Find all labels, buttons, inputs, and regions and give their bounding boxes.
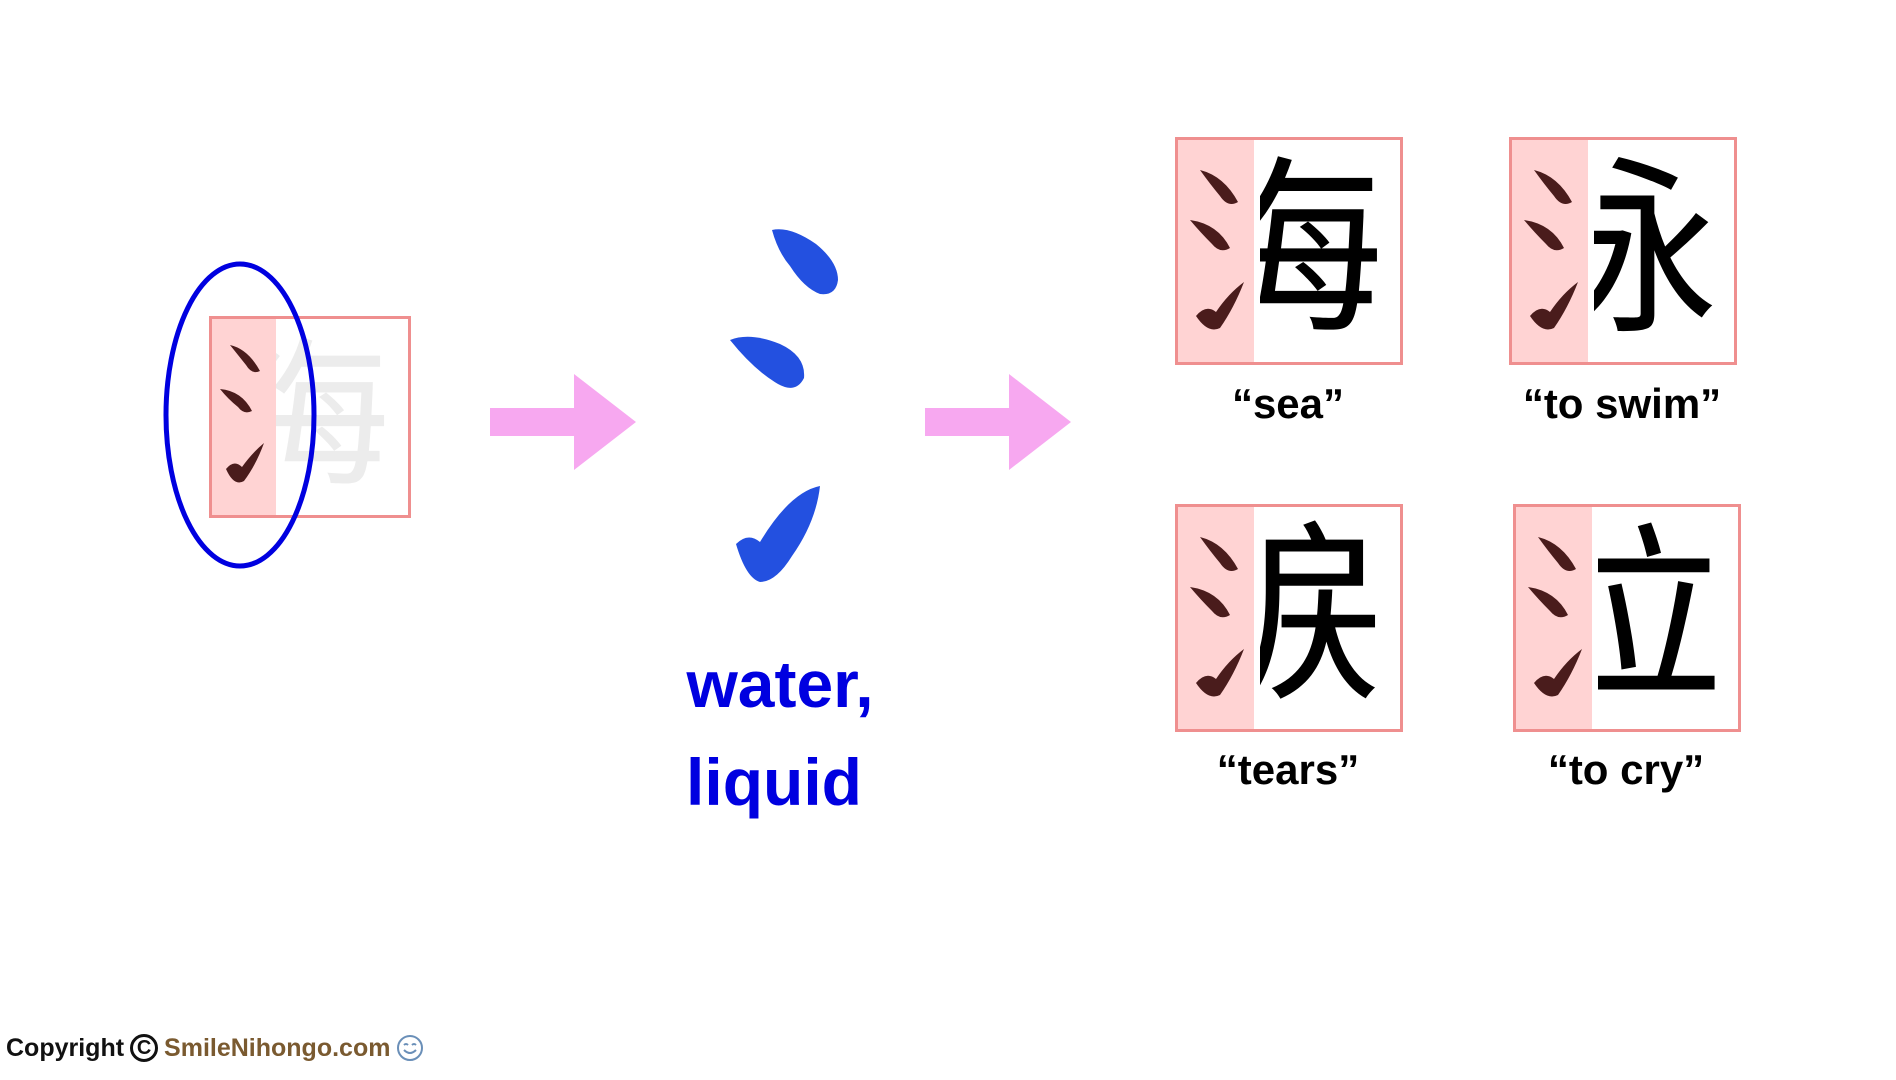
example-kanji-box-1: 海: [1175, 137, 1403, 365]
radical-meaning-line2: liquid: [686, 745, 862, 819]
radical-strokes: [1190, 170, 1244, 330]
arrow-right-icon: [925, 374, 1071, 470]
radical-strokes: [1190, 537, 1244, 697]
example-kanji-box-2: 泳: [1509, 137, 1737, 365]
source-kanji-faded: 海: [229, 323, 390, 510]
radical-strokes: [1528, 537, 1582, 697]
copyright-footer: Copyright C SmileNihongo.com: [6, 1030, 424, 1066]
radical-meaning-line1: water,: [686, 647, 874, 721]
radical-strokes: [1524, 170, 1578, 330]
copyright-icon: C: [130, 1034, 159, 1062]
copyright-label: Copyright: [6, 1033, 125, 1062]
example-kanji-3: 涙: [1193, 507, 1384, 728]
arrow-right-icon: [490, 374, 636, 470]
example-meaning-3: “tears”: [1216, 746, 1360, 793]
source-radical-strokes: [220, 345, 264, 483]
example-meaning-2: “to swim”: [1522, 380, 1722, 427]
example-kanji-box-3: 涙: [1175, 504, 1403, 732]
example-kanji-1: 海: [1193, 140, 1384, 361]
example-kanji-box-4: 泣: [1513, 504, 1741, 732]
example-kanji-4: 泣: [1531, 507, 1722, 728]
smile-face-icon: [397, 1035, 424, 1061]
example-kanji-2: 泳: [1527, 140, 1718, 361]
source-kanji-box: 海: [209, 316, 411, 518]
example-meaning-1: “sea”: [1231, 380, 1345, 427]
example-meaning-4: “to cry”: [1547, 746, 1705, 793]
water-radical-icon: [730, 229, 838, 582]
radical-circle: [163, 261, 317, 569]
site-link[interactable]: SmileNihongo.com: [164, 1033, 391, 1062]
